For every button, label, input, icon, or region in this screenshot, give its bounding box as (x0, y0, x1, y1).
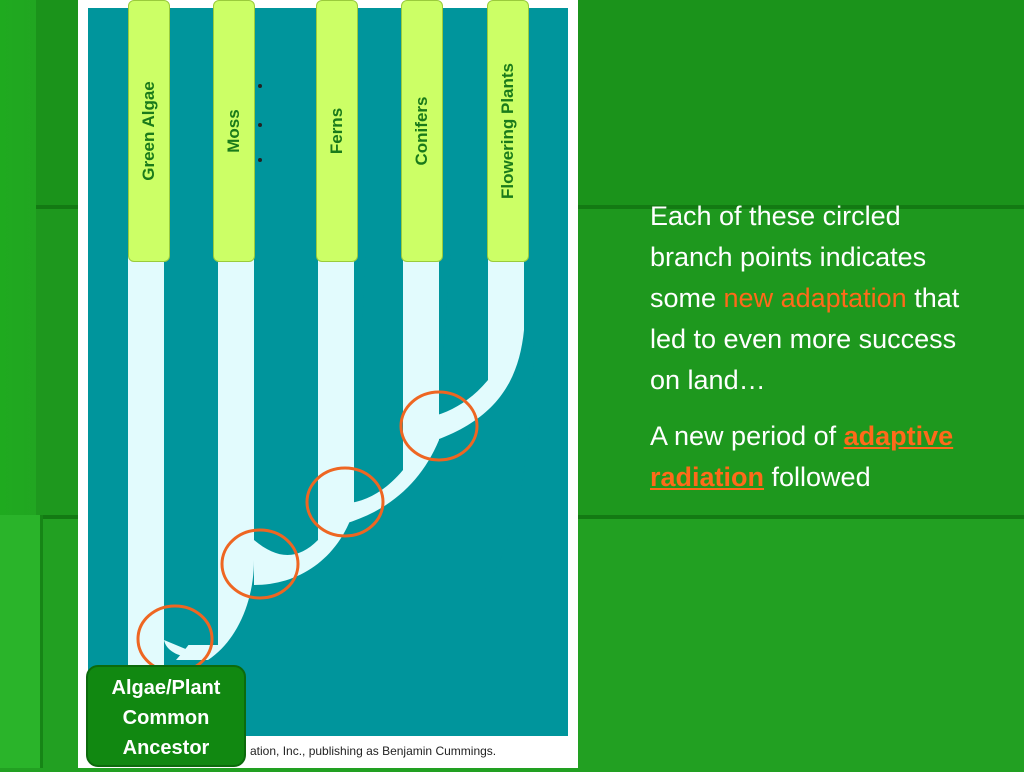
lineage-moss (176, 250, 254, 660)
lineage-conifers (318, 250, 439, 530)
ancestor-line-3: Ancestor (122, 737, 210, 759)
divider-3 (354, 250, 390, 480)
label-ferns: Ferns (316, 0, 358, 262)
divider-4 (439, 250, 476, 405)
ancestor-line-1: Algae/Plant (111, 677, 221, 699)
paragraph-adaptive-radiation: A new period of adaptive radiation follo… (650, 416, 990, 498)
paragraph-1-start: Each of these circled branch points indi… (650, 201, 927, 313)
branch-circle-3 (305, 466, 385, 538)
label-ferns-text: Ferns (327, 107, 346, 155)
ancestor-line-2: Common (122, 707, 210, 729)
paragraph-1-end: that led to even more success on land… (650, 283, 960, 395)
lineage-ferns (254, 250, 354, 585)
label-moss-text: Moss (224, 109, 243, 153)
branch-circle-2 (220, 528, 300, 600)
adaptive-radiation-link[interactable]: adaptive radiation (650, 421, 954, 492)
tick-mark (258, 158, 262, 162)
phylogeny-diagram: Green Algae Moss Ferns Conifers Flowerin… (78, 0, 578, 768)
label-moss: Moss (213, 0, 255, 262)
divider-5 (478, 250, 568, 736)
tick-mark (258, 84, 262, 88)
paragraph-branch-points: Each of these circled branch points indi… (650, 196, 990, 401)
paragraph-2-start: A new period of (650, 421, 844, 451)
divider-2 (264, 250, 306, 528)
explanation-text: Each of these circled branch points indi… (650, 196, 990, 513)
label-conifers-text: Conifers (412, 96, 431, 166)
left-strip-lower (0, 515, 43, 768)
divider-1 (176, 250, 218, 645)
lineage-green-algae (128, 250, 164, 670)
new-adaptation-highlight: new adaptation (723, 283, 907, 313)
branch-circle-4 (399, 390, 479, 462)
image-credit: ation, Inc., publishing as Benjamin Cumm… (250, 744, 497, 758)
label-green-algae-text: Green Algae (139, 81, 158, 181)
common-ancestor-label: Algae/Plant Common Ancestor (86, 665, 246, 767)
label-green-algae: Green Algae (128, 0, 170, 262)
label-conifers: Conifers (401, 0, 443, 262)
label-flowering-plants: Flowering Plants (487, 0, 529, 262)
paragraph-2-end: followed (764, 462, 871, 492)
lineage-bands (128, 250, 524, 670)
teal-dividers (176, 250, 568, 736)
branch-point-circles (136, 390, 479, 674)
tick-marks (258, 84, 262, 162)
label-flowering-plants-text: Flowering Plants (498, 62, 517, 200)
tick-mark (258, 123, 262, 127)
lineage-flowering (403, 250, 524, 450)
